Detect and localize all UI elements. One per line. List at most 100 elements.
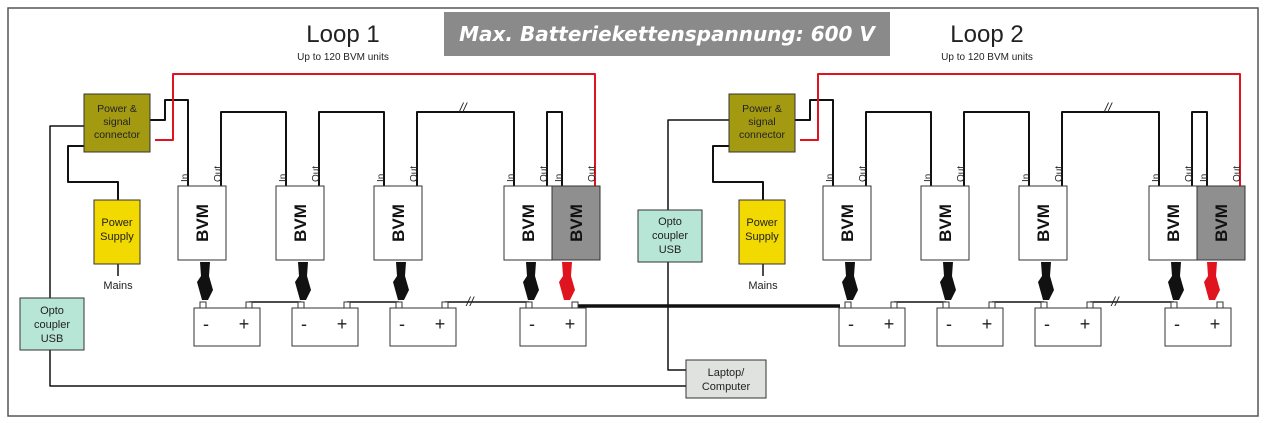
port-in-label: In (1151, 174, 1162, 182)
diagram-frame (7, 7, 1259, 417)
battery-body (519, 307, 587, 347)
chain-wire (220, 111, 287, 168)
bvm-label: BVM (1212, 204, 1231, 242)
bvm-body (503, 185, 553, 261)
battery-terminal-plus (245, 301, 253, 309)
battery-minus-label: - (1174, 314, 1180, 334)
power-supply-1-box (93, 199, 141, 265)
clamp-shape (393, 262, 409, 300)
bvm-label: BVM (838, 204, 857, 242)
port-out-label: Out (1184, 166, 1195, 182)
chain-wire (416, 111, 515, 168)
break-mark-top: // (458, 100, 468, 115)
bvm-label: BVM (193, 204, 212, 242)
clamp-red (559, 262, 575, 300)
opto-coupler-1-text: Opto (40, 305, 64, 317)
bvm-label: BVM (519, 204, 538, 242)
clamp-black (1168, 262, 1184, 300)
return-red-wire (155, 73, 596, 186)
battery-terminal-minus (525, 301, 533, 309)
battery-terminal-plus (343, 301, 351, 309)
port-in-label: In (1199, 174, 1210, 182)
opto-coupler-1-text: USB (41, 333, 64, 345)
battery-terminal-minus (199, 301, 207, 309)
battery-plus-label: + (1080, 314, 1091, 334)
laptop-computer-box (685, 359, 767, 399)
port-out-label: Out (858, 166, 869, 182)
power-signal-connector-2-text: Power & (742, 103, 782, 115)
comm-wire-loop1 (49, 125, 84, 298)
clamp-shape (842, 262, 858, 300)
battery-terminal-plus (988, 301, 996, 309)
loop-2-subtitle: Up to 120 BVM units (941, 52, 1033, 63)
battery-plus-label: + (884, 314, 895, 334)
battery-terminal-minus (1040, 301, 1048, 309)
mains-label-1: Mains (103, 280, 133, 292)
bvm-label: BVM (291, 204, 310, 242)
clamp-black (842, 262, 858, 300)
comm-wire-loop2 (667, 119, 729, 210)
battery-terminal-minus (297, 301, 305, 309)
bvm-body (920, 185, 970, 261)
return-red-wire (800, 73, 1241, 186)
clamp-black (523, 262, 539, 300)
power-signal-connector-2-text: connector (739, 129, 786, 141)
bvm-body (177, 185, 227, 261)
battery-terminal-plus (890, 301, 898, 309)
battery-body (1164, 307, 1232, 347)
opto-coupler-1-text: coupler (34, 319, 70, 331)
chain-wire (1061, 111, 1160, 168)
battery-terminal-minus (395, 301, 403, 309)
chain-wire (318, 111, 385, 168)
break-mark-bottom: // (465, 294, 475, 309)
loop-1-title: Loop 1 (306, 21, 379, 48)
port-out-label: Out (539, 166, 550, 182)
battery-1-2: -+ (291, 301, 359, 347)
battery-minus-label: - (946, 314, 952, 334)
voltage-banner (444, 12, 890, 56)
clamp-shape (523, 262, 539, 300)
battery-plus-label: + (337, 314, 348, 334)
battery-body (936, 307, 1004, 347)
power-signal-connector-2-text: signal (748, 116, 775, 128)
port-in-label: In (376, 174, 387, 182)
bvm-body (275, 185, 325, 261)
bvm-label: BVM (1034, 204, 1053, 242)
bvm-body (373, 185, 423, 261)
chain-wire (546, 111, 563, 168)
battery-plus-label: + (982, 314, 993, 334)
connector-in-wire (793, 99, 834, 168)
battery-minus-label: - (848, 314, 854, 334)
power-signal-connector-1-text: Power & (97, 103, 137, 115)
bvm-body (551, 185, 601, 261)
battery-body (838, 307, 906, 347)
battery-minus-label: - (301, 314, 307, 334)
battery-plus-label: + (565, 314, 576, 334)
comm-wire-opto2 (667, 262, 686, 371)
break-mark-top: // (1103, 100, 1113, 115)
port-out-label: Out (1232, 166, 1243, 182)
opto-coupler-2-box (637, 209, 703, 263)
bvm-unit-2-5: BVM In Out (1196, 166, 1246, 261)
battery-2-1: -+ (838, 301, 906, 347)
laptop-computer-text: Laptop/ (708, 367, 746, 379)
battery-terminal-plus (1086, 301, 1094, 309)
battery-terminal-plus (1216, 301, 1224, 309)
opto-coupler-2-text: USB (659, 244, 682, 256)
battery-terminal-minus (942, 301, 950, 309)
connector-in-wire (148, 99, 189, 168)
break-mark-bottom: // (1110, 294, 1120, 309)
battery-body (389, 307, 457, 347)
bvm-body (1196, 185, 1246, 261)
port-in-label: In (1021, 174, 1032, 182)
port-out-label: Out (409, 166, 420, 182)
battery-minus-label: - (1044, 314, 1050, 334)
port-out-label: Out (213, 166, 224, 182)
power-supply-1-text: Power (101, 217, 133, 229)
